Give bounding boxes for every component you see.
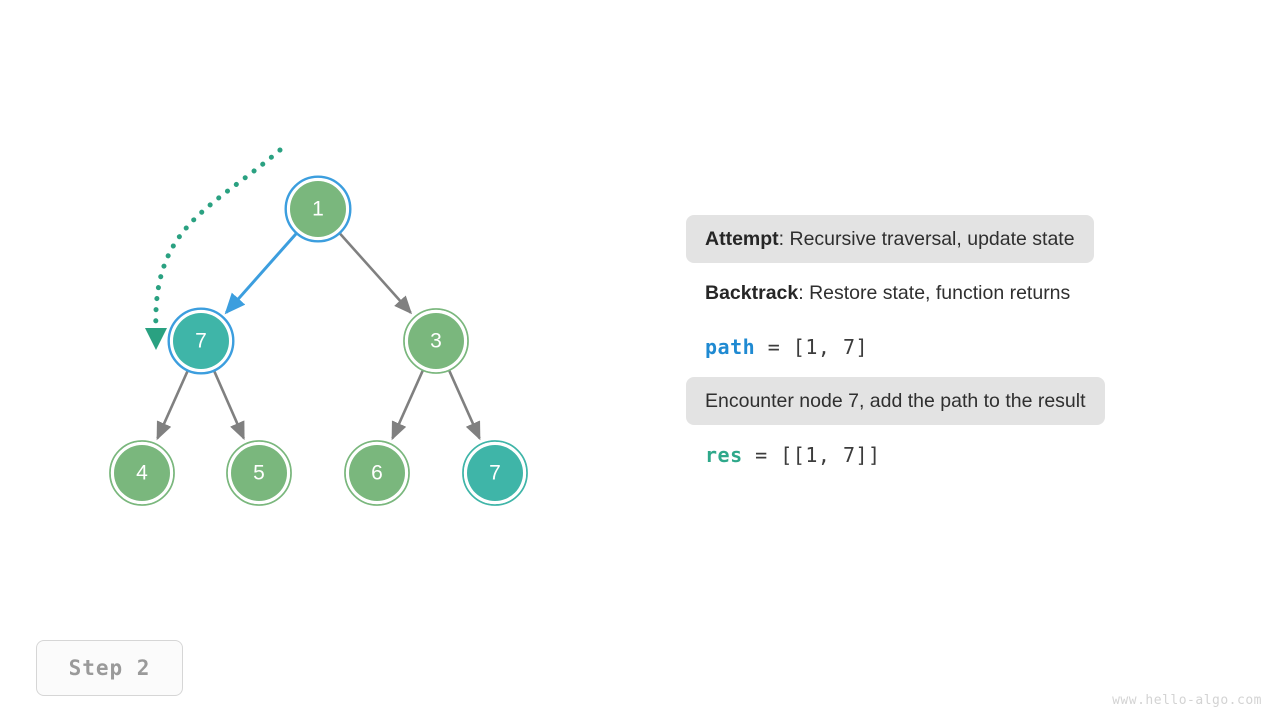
info-text: Encounter node 7, add the path to the re… bbox=[705, 389, 1086, 412]
backtrack-row: Backtrack: Restore state, function retur… bbox=[686, 268, 1206, 318]
node-disc bbox=[349, 445, 405, 501]
tree-node-7-n7a[interactable]: 7 bbox=[167, 307, 235, 375]
code-expression: path = [1, 7] bbox=[705, 335, 869, 359]
node-value-label: 4 bbox=[136, 462, 148, 485]
tree-edge-n7a-n4 bbox=[156, 369, 190, 441]
node-value-label: 5 bbox=[253, 462, 265, 485]
encounter-row: Encounter node 7, add the path to the re… bbox=[686, 376, 1206, 426]
node-ring bbox=[462, 440, 528, 506]
plain-box: Backtrack: Restore state, function retur… bbox=[686, 269, 1089, 317]
info-text: Attempt: Recursive traversal, update sta… bbox=[705, 227, 1075, 250]
info-text-emphasis: Backtrack bbox=[705, 281, 799, 304]
tree-edge-n7a-n5 bbox=[212, 369, 245, 441]
backtrack-dotted-path bbox=[153, 147, 283, 333]
tree-edge-n1-n7a bbox=[224, 231, 298, 315]
node-value-label: 1 bbox=[312, 198, 324, 221]
node-ring bbox=[284, 175, 352, 243]
tree-edges bbox=[156, 231, 481, 441]
node-ring-gap bbox=[345, 441, 409, 505]
step-label: Step 2 bbox=[68, 656, 151, 680]
info-text: Backtrack: Restore state, function retur… bbox=[705, 281, 1071, 304]
highlight-box: Attempt: Recursive traversal, update sta… bbox=[686, 215, 1094, 263]
tree-node-5-n5[interactable]: 5 bbox=[226, 440, 292, 506]
node-ring-gap bbox=[227, 441, 291, 505]
node-disc bbox=[408, 313, 464, 369]
tree-node-7-n7b[interactable]: 7 bbox=[462, 440, 528, 506]
node-disc bbox=[231, 445, 287, 501]
node-ring bbox=[403, 308, 469, 374]
tree-nodes: 1 7 3 4 5 6 7 bbox=[109, 175, 528, 506]
tree-node-3-n3[interactable]: 3 bbox=[403, 308, 469, 374]
backtrack-dotted-arrow-icon bbox=[145, 147, 283, 350]
info-panel: Attempt: Recursive traversal, update sta… bbox=[686, 214, 1206, 484]
path-row: path = [1, 7] bbox=[686, 322, 1206, 372]
node-ring-gap bbox=[463, 441, 527, 505]
info-text-emphasis: Attempt bbox=[705, 227, 779, 250]
node-ring bbox=[109, 440, 175, 506]
code-variable-name: res bbox=[705, 443, 743, 467]
node-ring bbox=[167, 307, 235, 375]
step-badge: Step 2 bbox=[36, 640, 183, 696]
tree-node-6-n6[interactable]: 6 bbox=[344, 440, 410, 506]
node-disc bbox=[173, 313, 229, 369]
code-expression: res = [[1, 7]] bbox=[705, 443, 881, 467]
backtrack-arrowhead-icon bbox=[145, 328, 167, 350]
attempt-row: Attempt: Recursive traversal, update sta… bbox=[686, 214, 1206, 264]
plain-box: path = [1, 7] bbox=[686, 323, 887, 371]
node-disc bbox=[290, 181, 346, 237]
tree-node-1-n1[interactable]: 1 bbox=[284, 175, 352, 243]
plain-box: res = [[1, 7]] bbox=[686, 431, 900, 479]
node-value-label: 3 bbox=[430, 330, 442, 353]
node-ring-gap bbox=[169, 309, 233, 373]
tree-edge-n3-n7b bbox=[447, 369, 481, 441]
highlight-box: Encounter node 7, add the path to the re… bbox=[686, 377, 1105, 425]
tree-edge-n3-n6 bbox=[391, 369, 425, 441]
node-disc bbox=[467, 445, 523, 501]
watermark: www.hello-algo.com bbox=[1112, 693, 1262, 708]
code-variable-name: path bbox=[705, 335, 756, 359]
node-value-label: 6 bbox=[371, 462, 383, 485]
tree-node-4-n4[interactable]: 4 bbox=[109, 440, 175, 506]
node-ring-gap bbox=[110, 441, 174, 505]
node-ring bbox=[226, 440, 292, 506]
node-value-label: 7 bbox=[489, 462, 501, 485]
node-ring-gap bbox=[404, 309, 468, 373]
res-row: res = [[1, 7]] bbox=[686, 430, 1206, 480]
node-ring-gap bbox=[286, 177, 350, 241]
node-value-label: 7 bbox=[195, 330, 207, 353]
tree-edge-n1-n3 bbox=[338, 231, 413, 315]
node-ring bbox=[344, 440, 410, 506]
node-disc bbox=[114, 445, 170, 501]
binary-tree-diagram: 1 7 3 4 5 6 7 bbox=[109, 147, 528, 506]
